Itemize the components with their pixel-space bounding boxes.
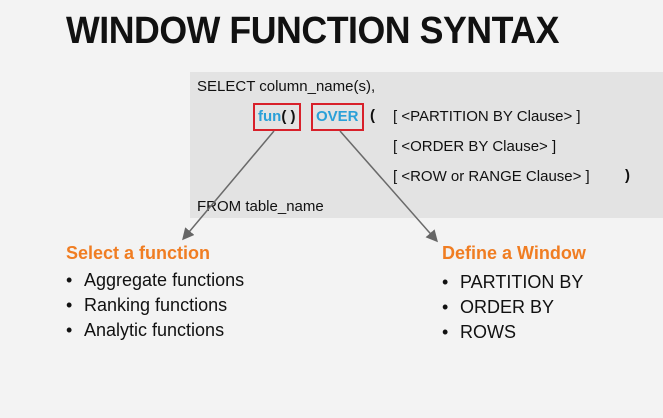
function-name: fun bbox=[258, 108, 282, 125]
order-clause: [ <ORDER BY Clause> ] bbox=[393, 138, 557, 155]
function-arrow bbox=[182, 130, 275, 241]
define-window-heading: Define a Window bbox=[442, 243, 586, 263]
function-type-list: Aggregate functions Ranking functions An… bbox=[66, 268, 244, 343]
list-item: Ranking functions bbox=[66, 293, 244, 318]
syntax-code-panel bbox=[190, 72, 663, 218]
open-paren: ( bbox=[370, 107, 375, 124]
partition-clause: [ <PARTITION BY Clause> ] bbox=[393, 108, 581, 125]
from-line: FROM table_name bbox=[197, 198, 324, 215]
list-item: Aggregate functions bbox=[66, 268, 244, 293]
window-arrow bbox=[339, 130, 438, 243]
select-function-heading: Select a function bbox=[66, 243, 211, 263]
over-keyword-box: OVER bbox=[311, 103, 364, 131]
page-title: WINDOW FUNCTION SYNTAX bbox=[66, 10, 560, 52]
list-item: ORDER BY bbox=[442, 295, 583, 320]
row-range-clause: [ <ROW or RANGE Clause> ] bbox=[393, 168, 590, 185]
list-item: Analytic functions bbox=[66, 318, 244, 343]
select-line: SELECT column_name(s), bbox=[197, 78, 376, 95]
function-parens: ( ) bbox=[281, 108, 296, 125]
list-item: PARTITION BY bbox=[442, 270, 583, 295]
function-highlight-box: fun( ) bbox=[253, 103, 301, 131]
close-paren: ) bbox=[625, 167, 630, 184]
list-item: ROWS bbox=[442, 320, 583, 345]
window-clause-list: PARTITION BY ORDER BY ROWS bbox=[442, 270, 583, 345]
